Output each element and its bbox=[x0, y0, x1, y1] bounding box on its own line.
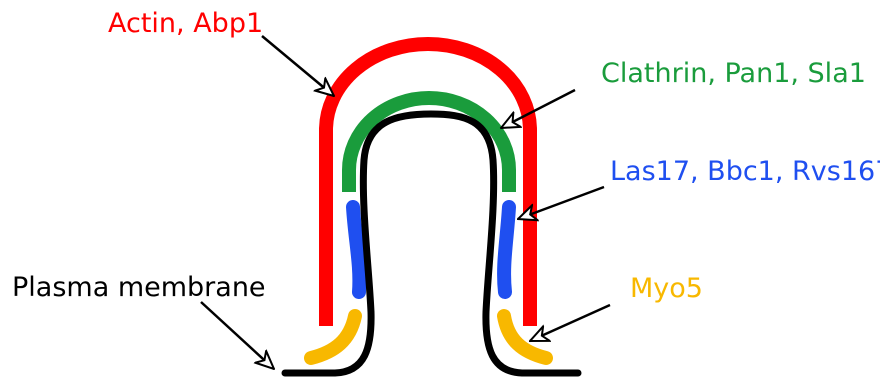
arrow-clathrin bbox=[501, 90, 575, 128]
label-clathrin-pan1-sla1: Clathrin, Pan1, Sla1 bbox=[601, 58, 866, 89]
label-myo5: Myo5 bbox=[630, 273, 703, 304]
label-actin-abp1: Actin, Abp1 bbox=[108, 8, 263, 39]
arrow-myo5 bbox=[530, 305, 610, 341]
label-plasma-membrane: Plasma membrane bbox=[12, 272, 266, 303]
arrow-actin bbox=[262, 36, 334, 96]
arrow-plasma bbox=[201, 302, 274, 369]
las17-layer-left bbox=[353, 207, 359, 292]
las17-layer-right bbox=[504, 207, 509, 292]
label-las17-bbc1-rvs167: Las17, Bbc1, Rvs167 bbox=[610, 156, 880, 187]
